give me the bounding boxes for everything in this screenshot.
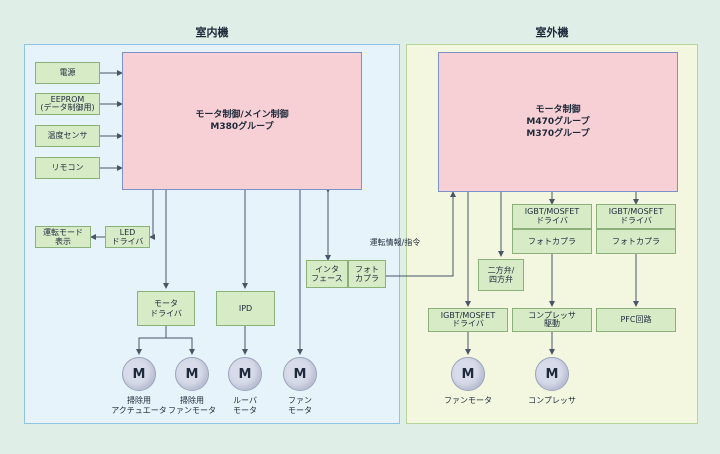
interface-box: インタ フェース [306, 260, 348, 288]
indoor-title: 室内機 [195, 26, 229, 39]
led-driver-box: LED ドライバ [105, 226, 150, 248]
op-mode-display-box: 運転モード 表示 [35, 226, 91, 248]
indoor-photocoupler-box: フォト カプラ [348, 260, 386, 288]
power-box: 電源 [35, 62, 100, 84]
pfc-box: PFC回路 [596, 308, 676, 332]
remote-box: リモコン [35, 157, 100, 179]
motor-icon: M [228, 357, 262, 391]
louver-motor-label: ルーバ モータ [233, 396, 257, 415]
comp-drive-box: コンプレッサ 駆動 [512, 308, 592, 332]
link-label: 運転情報/指令 [369, 238, 421, 247]
igbt-driver-box: IGBT/MOSFET ドライバ [596, 204, 676, 229]
outdoor-fan-motor-label: ファンモータ [444, 396, 492, 405]
motor-icon: M [535, 357, 569, 391]
igbt-driver-box: IGBT/MOSFET ドライバ [512, 204, 592, 229]
motor-icon: M [451, 357, 485, 391]
eeprom-box: EEPROM (データ制御用) [35, 93, 100, 115]
motor-icon: M [283, 357, 317, 391]
indoor-mcu-block: モータ制御/メイン制御 M380グループ [122, 52, 362, 190]
fan-igbt-driver-box: IGBT/MOSFET ドライバ [428, 308, 508, 332]
outdoor-photocoupler-box: フォトカプラ [512, 229, 592, 254]
valve-box: 二方弁/ 四方弁 [478, 259, 524, 291]
ipd-box: IPD [216, 291, 275, 326]
motor-icon: M [122, 357, 156, 391]
motor-icon: M [175, 357, 209, 391]
compressor-label: コンプレッサ [528, 396, 576, 405]
outdoor-photocoupler-box: フォトカプラ [596, 229, 676, 254]
motor-driver-box: モータ ドライバ [137, 291, 195, 326]
outdoor-mcu-block: モータ制御 M470グループ M370グループ [438, 52, 678, 192]
outdoor-title: 室外機 [535, 26, 569, 39]
indoor-fan-motor-label: ファン モータ [288, 396, 312, 415]
cleaning-actuator-label: 掃除用 アクチュエータ [111, 396, 167, 415]
temp-sensor-box: 温度センサ [35, 125, 100, 147]
cleaning-fan-motor-label: 掃除用 ファンモータ [168, 396, 216, 415]
